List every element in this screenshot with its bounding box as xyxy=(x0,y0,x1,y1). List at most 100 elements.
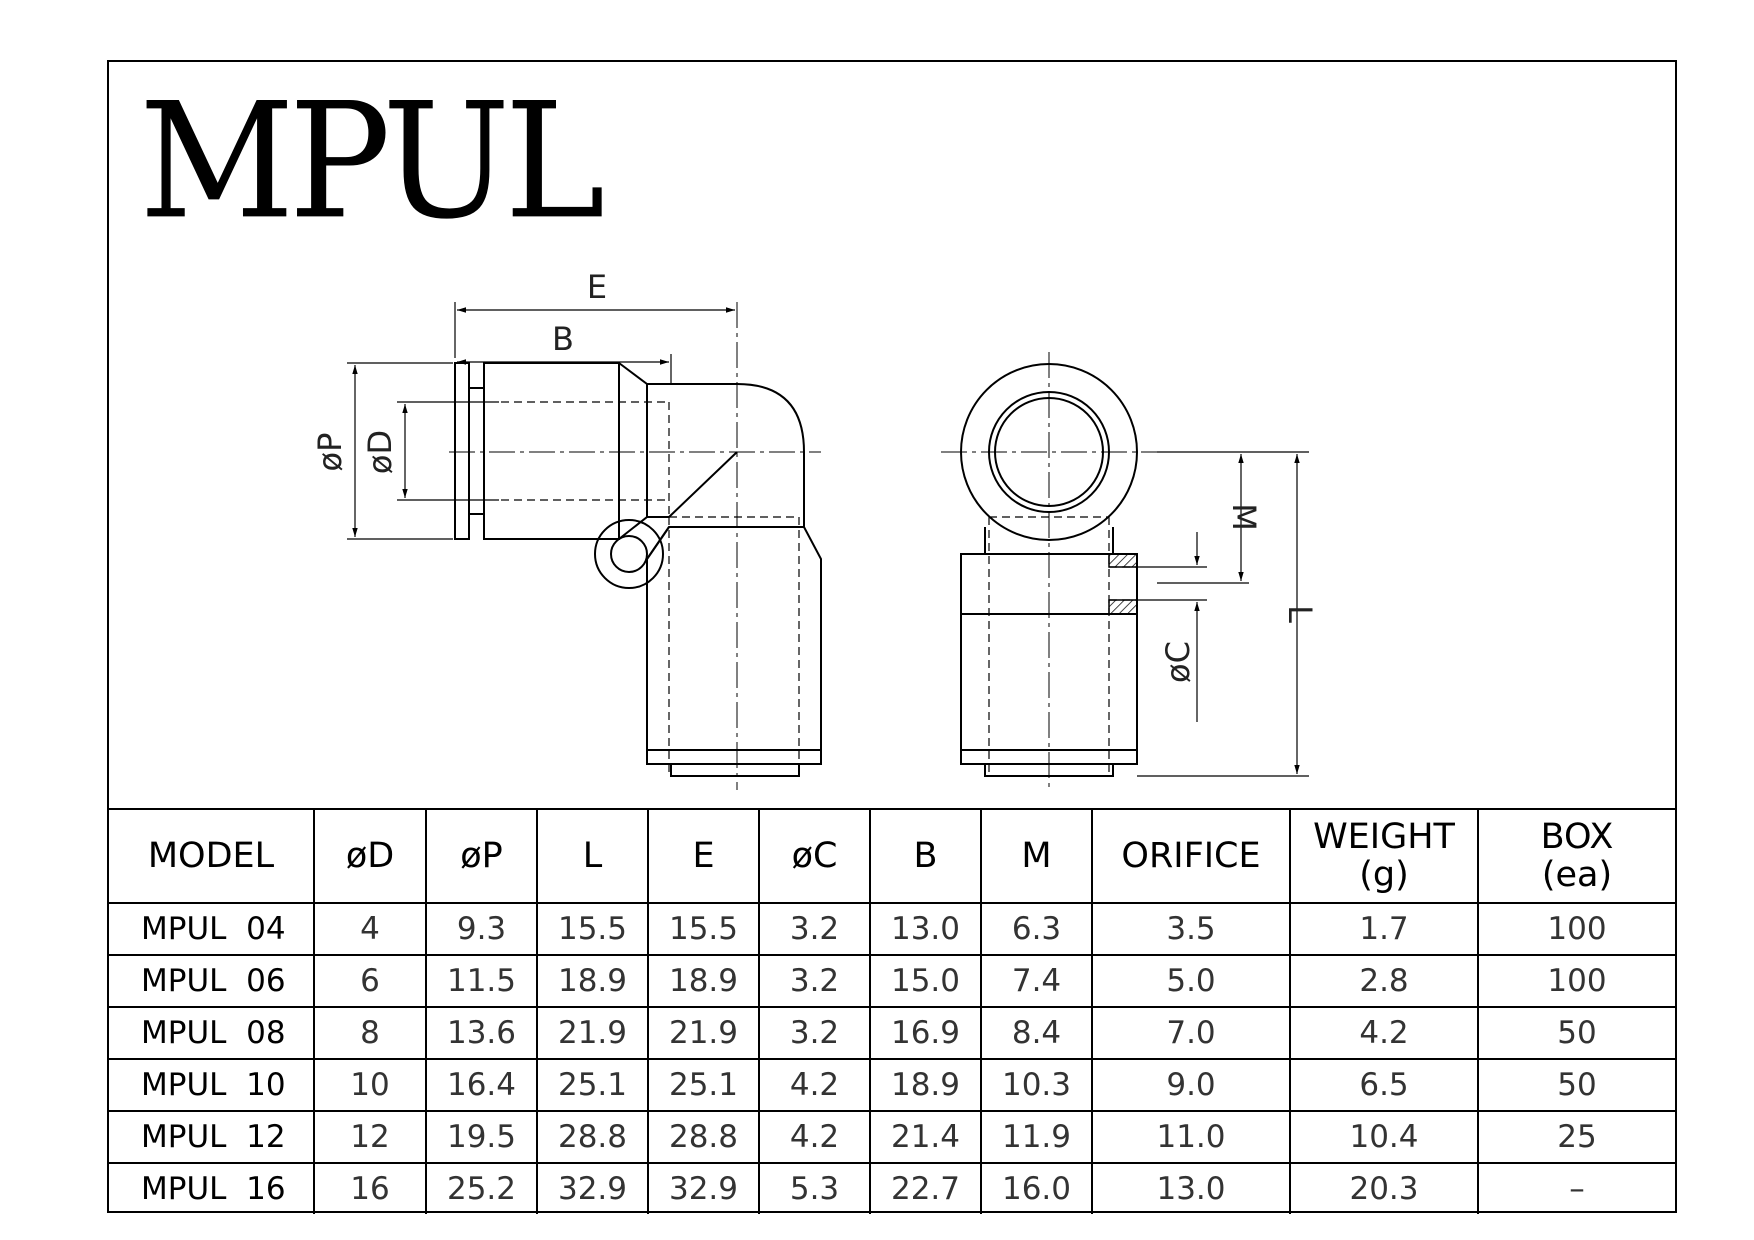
cell-weight: 1.7 xyxy=(1289,902,1479,956)
cell-model: MPUL 16 xyxy=(109,1162,315,1214)
cell-b: 18.9 xyxy=(869,1058,982,1112)
table-row: MPUL 16 16 25.2 32.9 32.9 5.3 22.7 16.0 … xyxy=(109,1162,1675,1214)
body-sleeve xyxy=(483,362,620,540)
cell-p: 25.2 xyxy=(425,1162,538,1214)
cell-m: 8.4 xyxy=(980,1006,1093,1060)
cell-b: 22.7 xyxy=(869,1162,982,1214)
table-row: MPUL 10 10 16.4 25.1 25.1 4.2 18.9 10.3 … xyxy=(109,1058,1675,1112)
cell-orifice: 11.0 xyxy=(1091,1110,1291,1164)
cell-model: MPUL 12 xyxy=(109,1110,315,1164)
cell-d: 10 xyxy=(313,1058,427,1112)
cell-e: 21.9 xyxy=(647,1006,760,1060)
cell-model: MPUL 08 xyxy=(109,1006,315,1060)
technical-drawing: E B øP øD M L øC xyxy=(311,268,1319,790)
cell-weight: 20.3 xyxy=(1289,1162,1479,1214)
elbow-inner xyxy=(647,451,738,518)
drawing-sheet: MPUL xyxy=(107,60,1677,1214)
cell-orifice: 9.0 xyxy=(1091,1058,1291,1112)
cell-m: 10.3 xyxy=(980,1058,1093,1112)
cell-d: 4 xyxy=(313,902,427,956)
cell-model: MPUL 10 xyxy=(109,1058,315,1112)
side-view-hidden-lines xyxy=(501,401,800,776)
product-title: MPUL xyxy=(139,68,605,255)
cell-model: MPUL 04 xyxy=(109,902,315,956)
specification-table: MODEL øD øP L E øC B M ORIFICE WEIGHT(g)… xyxy=(109,808,1675,1214)
cell-e: 32.9 xyxy=(647,1162,760,1214)
label-b: B xyxy=(552,320,574,358)
cell-b: 13.0 xyxy=(869,902,982,956)
label-m: M xyxy=(1225,503,1263,531)
cell-c: 4.2 xyxy=(758,1058,871,1112)
cell-box: 100 xyxy=(1477,954,1675,1008)
header-c: øC xyxy=(758,808,871,904)
cell-c: 3.2 xyxy=(758,1006,871,1060)
dimension-labels: E B øP øD M L øC xyxy=(311,268,1319,683)
header-e: E xyxy=(647,808,760,904)
cell-weight: 10.4 xyxy=(1289,1110,1479,1164)
cell-l: 25.1 xyxy=(536,1058,649,1112)
cell-model: MPUL 06 xyxy=(109,954,315,1008)
cell-m: 16.0 xyxy=(980,1162,1093,1214)
header-box: BOX(ea) xyxy=(1477,808,1675,904)
collet-flange xyxy=(454,362,470,540)
cell-p: 13.6 xyxy=(425,1006,538,1060)
cell-c: 5.3 xyxy=(758,1162,871,1214)
table-row: MPUL 06 6 11.5 18.9 18.9 3.2 15.0 7.4 5.… xyxy=(109,954,1675,1008)
cell-b: 15.0 xyxy=(869,954,982,1008)
cell-e: 25.1 xyxy=(647,1058,760,1112)
table-row: MPUL 04 4 9.3 15.5 15.5 3.2 13.0 6.3 3.5… xyxy=(109,902,1675,956)
cell-d: 6 xyxy=(313,954,427,1008)
header-m: M xyxy=(980,808,1093,904)
cell-box: 100 xyxy=(1477,902,1675,956)
cell-c: 3.2 xyxy=(758,954,871,1008)
cell-weight: 2.8 xyxy=(1289,954,1479,1008)
cell-e: 18.9 xyxy=(647,954,760,1008)
cell-orifice: 7.0 xyxy=(1091,1006,1291,1060)
orifice-outer xyxy=(594,519,664,589)
cell-m: 6.3 xyxy=(980,902,1093,956)
cell-weight: 4.2 xyxy=(1289,1006,1479,1060)
cell-m: 11.9 xyxy=(980,1110,1093,1164)
header-b: B xyxy=(869,808,982,904)
dimension-lines xyxy=(347,302,1309,777)
cell-orifice: 5.0 xyxy=(1091,954,1291,1008)
cell-l: 28.8 xyxy=(536,1110,649,1164)
cell-orifice: 3.5 xyxy=(1091,902,1291,956)
cell-l: 32.9 xyxy=(536,1162,649,1214)
header-weight: WEIGHT(g) xyxy=(1289,808,1479,904)
cell-l: 21.9 xyxy=(536,1006,649,1060)
hatch-top xyxy=(1108,553,1138,568)
cell-box: 25 xyxy=(1477,1110,1675,1164)
end-view-centerlines xyxy=(941,352,1157,790)
cell-l: 18.9 xyxy=(536,954,649,1008)
header-l: L xyxy=(536,808,649,904)
cell-l: 15.5 xyxy=(536,902,649,956)
cell-p: 19.5 xyxy=(425,1110,538,1164)
label-d: øD xyxy=(361,430,399,474)
bottom-collet-flange xyxy=(646,749,822,765)
cell-p: 9.3 xyxy=(425,902,538,956)
cell-p: 16.4 xyxy=(425,1058,538,1112)
cell-e: 28.8 xyxy=(647,1110,760,1164)
vertical-body xyxy=(646,526,822,751)
label-c: øC xyxy=(1159,641,1197,683)
cell-d: 12 xyxy=(313,1110,427,1164)
table-row: MPUL 12 12 19.5 28.8 28.8 4.2 21.4 11.9 … xyxy=(109,1110,1675,1164)
table-body: MPUL 04 4 9.3 15.5 15.5 3.2 13.0 6.3 3.5… xyxy=(109,902,1675,1214)
cell-m: 7.4 xyxy=(980,954,1093,1008)
cell-e: 15.5 xyxy=(647,902,760,956)
cell-b: 21.4 xyxy=(869,1110,982,1164)
side-view xyxy=(454,362,822,777)
cell-d: 8 xyxy=(313,1006,427,1060)
cell-box: 50 xyxy=(1477,1006,1675,1060)
bottom-collet-ring xyxy=(670,763,800,777)
label-l: L xyxy=(1281,605,1319,623)
table-header-row: MODEL øD øP L E øC B M ORIFICE WEIGHT(g)… xyxy=(109,808,1675,904)
cell-weight: 6.5 xyxy=(1289,1058,1479,1112)
header-d: øD xyxy=(313,808,427,904)
collet-neck xyxy=(468,387,485,515)
cell-d: 16 xyxy=(313,1162,427,1214)
label-e: E xyxy=(587,268,607,306)
table-row: MPUL 08 8 13.6 21.9 21.9 3.2 16.9 8.4 7.… xyxy=(109,1006,1675,1060)
cell-box: – xyxy=(1477,1162,1675,1214)
